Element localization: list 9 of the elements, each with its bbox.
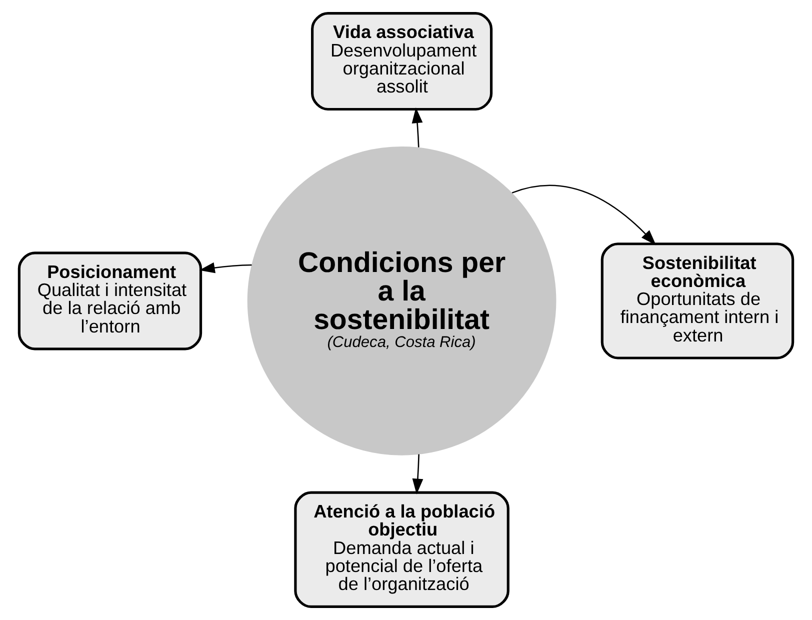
arrow	[512, 184, 656, 246]
arrow	[412, 107, 423, 148]
node-box: Atenció a la població objectiu Demanda actual i potencial de l’oferta de l’organització	[294, 491, 510, 608]
node-box: Vida associativa Desenvolupament organitzacional assolit	[311, 12, 493, 111]
node-circle: Condicions per a la sostenibilitat (Cudeca, Costa Rica)	[247, 146, 556, 456]
node-box: Posicionament Qualitat i intensitat de la relació amb l’entorn	[18, 252, 202, 350]
node-box: Sostenibilitat econòmica Oportunitats de finançament intern i extern	[600, 242, 794, 360]
arrow	[412, 454, 424, 494]
arrow	[199, 262, 252, 274]
